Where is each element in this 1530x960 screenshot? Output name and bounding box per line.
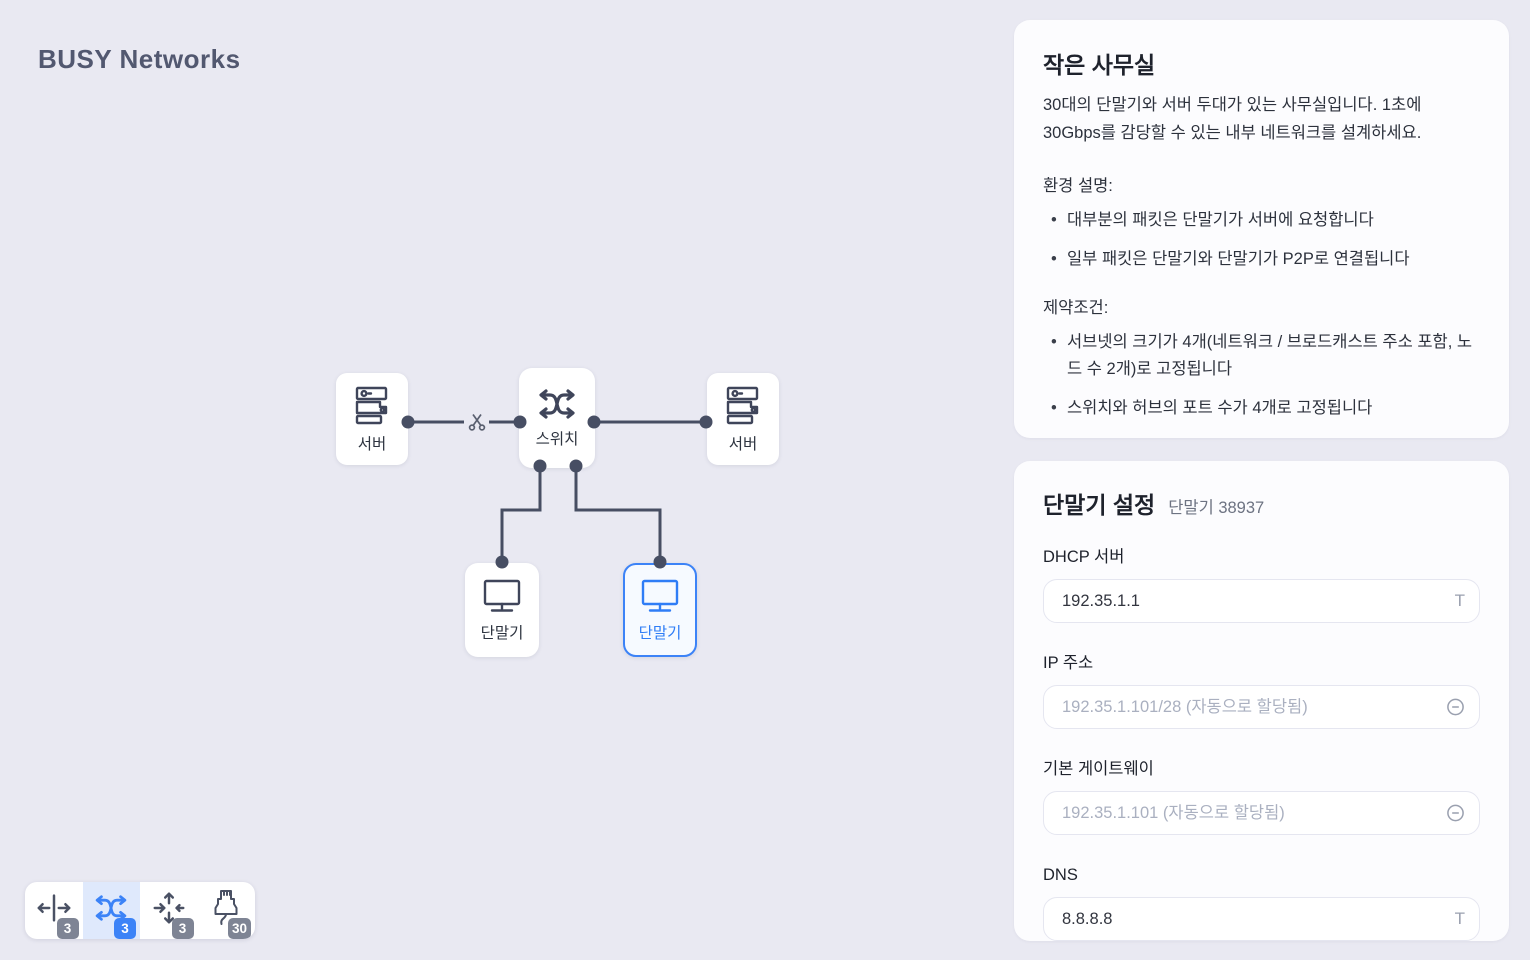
dns-label: DNS — [1043, 866, 1078, 884]
node-label: 단말기 — [638, 624, 682, 642]
constraint-item: 스위치와 허브의 포트 수가 4개로 고정됩니다 — [1043, 395, 1480, 422]
dns-input[interactable] — [1043, 897, 1480, 941]
ip-address-label: IP 주소 — [1043, 654, 1094, 672]
cable-count-badge: 30 — [227, 918, 251, 939]
hub-count-badge: 3 — [56, 918, 79, 939]
node-label: 서버 — [728, 435, 758, 453]
mission-panel: 작은 사무실 30대의 단말기와 서버 두대가 있는 사무실입니다. 1초에 3… — [1014, 20, 1509, 438]
text-mode-icon[interactable]: T — [1454, 591, 1465, 610]
switch-count-badge: 3 — [114, 918, 136, 939]
constraints-heading: 제약조건: — [1043, 299, 1109, 317]
router-count-badge: 3 — [171, 918, 194, 939]
link-switch-terminal-2 — [569, 459, 667, 569]
environment-heading: 환경 설명: — [1043, 177, 1113, 195]
default-gateway-label: 기본 게이트웨이 — [1043, 760, 1154, 778]
terminal-icon — [639, 578, 681, 614]
node-server-right[interactable]: 서버 — [707, 373, 779, 465]
node-label: 스위치 — [535, 430, 579, 448]
switch-icon — [534, 388, 580, 420]
mission-description: 30대의 단말기와 서버 두대가 있는 사무실입니다. 1초에 30Gbps를 … — [1043, 96, 1422, 142]
server-icon — [354, 385, 390, 425]
mission-title: 작은 사무실 — [1043, 52, 1156, 78]
dhcp-server-input[interactable] — [1043, 579, 1480, 623]
network-canvas[interactable]: BUSY Networks 서버 스위치 — [0, 0, 1010, 960]
node-server-left[interactable]: 서버 — [336, 373, 408, 465]
server-icon — [725, 385, 761, 425]
constraints-list: 서브넷의 크기가 4개(네트워크 / 브로드캐스트 주소 포함, 노드 수 2개… — [1043, 329, 1480, 422]
cut-link-scissors-icon[interactable] — [464, 409, 489, 435]
hub-tool-button[interactable]: 3 — [25, 882, 83, 939]
switch-icon — [91, 893, 131, 928]
environment-item: 대부분의 패킷은 단말기가 서버에 요청합니다 — [1043, 207, 1480, 234]
dns-field: DNS T — [1043, 864, 1480, 941]
ip-address-field: IP 주소 — [1043, 652, 1480, 729]
terminal-settings-panel: 단말기 설정 단말기 38937 DHCP 서버 T IP 주소 기본 게이트웨… — [1014, 461, 1509, 941]
environment-item: 일부 패킷은 단말기와 단말기가 P2P로 연결됩니다 — [1043, 246, 1480, 273]
node-switch[interactable]: 스위치 — [519, 368, 595, 468]
auto-assign-icon[interactable] — [1446, 698, 1465, 717]
constraint-item: 서브넷의 크기가 4개(네트워크 / 브로드캐스트 주소 포함, 노드 수 2개… — [1043, 329, 1480, 383]
auto-assign-icon[interactable] — [1446, 804, 1465, 823]
cable-tool-button[interactable]: 30 — [198, 882, 256, 939]
link-switch-terminal-1 — [495, 459, 547, 569]
settings-subtitle: 단말기 38937 — [1168, 499, 1265, 517]
switch-tool-button[interactable]: 3 — [82, 882, 140, 939]
settings-title: 단말기 설정 — [1043, 492, 1156, 518]
default-gateway-field: 기본 게이트웨이 — [1043, 758, 1480, 835]
app-title: BUSY Networks — [38, 44, 241, 74]
settings-header: 단말기 설정 단말기 38937 — [1043, 491, 1480, 519]
node-label: 서버 — [357, 435, 387, 453]
node-terminal-1[interactable]: 단말기 — [465, 563, 539, 657]
dhcp-server-label: DHCP 서버 — [1043, 548, 1125, 566]
link-switch-server-right — [587, 415, 713, 429]
device-toolbar: 3 3 — [25, 882, 255, 939]
default-gateway-input[interactable] — [1043, 791, 1480, 835]
terminal-icon — [481, 578, 523, 614]
ip-address-input[interactable] — [1043, 685, 1480, 729]
node-terminal-2-selected[interactable]: 단말기 — [623, 563, 697, 657]
dhcp-server-field: DHCP 서버 T — [1043, 546, 1480, 623]
ethernet-cable-icon — [209, 888, 243, 933]
environment-list: 대부분의 패킷은 단말기가 서버에 요청합니다 일부 패킷은 단말기와 단말기가… — [1043, 207, 1480, 273]
network-links — [401, 415, 713, 569]
router-tool-button[interactable]: 3 — [140, 882, 198, 939]
router-icon — [150, 889, 188, 932]
hub-icon — [35, 889, 73, 932]
node-label: 단말기 — [480, 624, 524, 642]
text-mode-icon[interactable]: T — [1454, 909, 1465, 928]
